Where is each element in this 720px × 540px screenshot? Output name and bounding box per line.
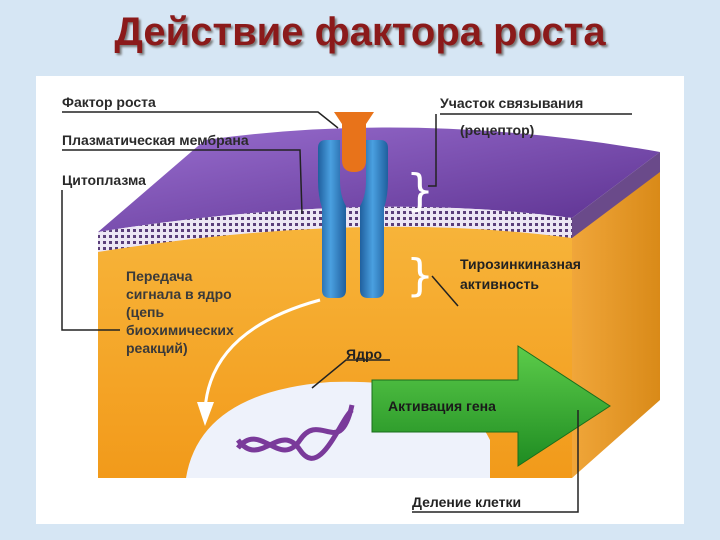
growth-factor-ligand: [334, 112, 374, 172]
receptor: [318, 140, 388, 298]
gene-activation-arrow: [371, 345, 611, 467]
brace-kinase: }: [406, 250, 434, 301]
slide-title: Действие фактора роста: [114, 10, 606, 54]
dna-helix: [235, 404, 355, 461]
label-binding-site: Участок связывания: [440, 95, 584, 111]
label-nucleus: Ядро: [346, 346, 383, 362]
label-gene-activation: Активация гена: [388, 398, 496, 414]
label-growth-factor: Фактор роста: [62, 94, 156, 110]
label-tyrosine-kinase-1: Тирозинкиназная: [460, 256, 581, 272]
membrane-band: [98, 206, 572, 252]
label-signal-5: реакций): [126, 340, 188, 356]
label-signal-3: (цепь: [126, 304, 165, 320]
label-plasma-membrane: Плазматическая мембрана: [62, 132, 249, 148]
label-cell-division: Деление клетки: [412, 494, 522, 510]
brace-binding: }: [406, 165, 434, 216]
label-signal-1: Передача: [126, 268, 193, 284]
label-signal-2: сигнала в ядро: [126, 286, 232, 302]
label-signal-4: биохимических: [126, 322, 234, 338]
membrane-band-side: [572, 152, 660, 238]
signal-arrow-head: [197, 402, 214, 426]
label-cytoplasm: Цитоплазма: [62, 172, 146, 188]
signal-path-arrow: [203, 298, 321, 411]
label-receptor: (рецептор): [460, 122, 535, 138]
leader-lines: [61, 111, 632, 513]
label-tyrosine-kinase-2: активность: [460, 276, 539, 292]
